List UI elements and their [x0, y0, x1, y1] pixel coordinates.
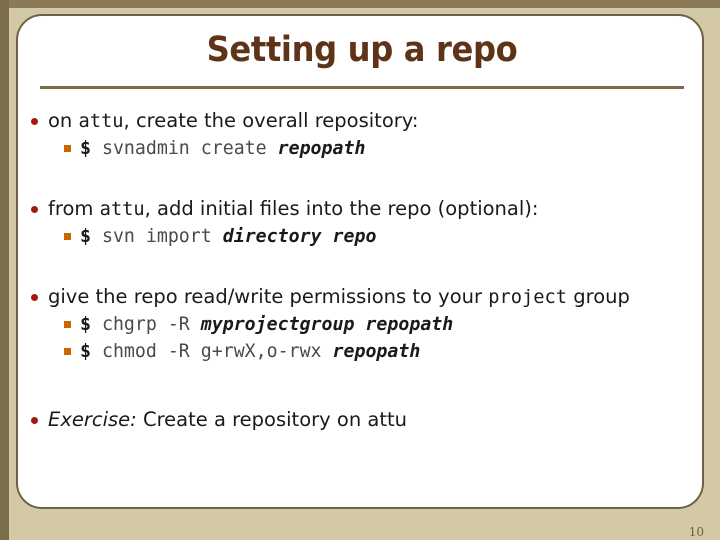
bullet-create-repo-text-run-2: , create the overall repository:	[123, 109, 419, 132]
title-divider-rule	[40, 86, 684, 89]
bullet-disc-icon	[31, 294, 38, 301]
bullet-import-files-text-run-1: attu	[99, 199, 145, 220]
bullet-import-files: from attu, add initial files into the re…	[18, 196, 702, 223]
sub-bullet-permissions-1: $ chmod -R g+rwX,o-rwx repopath	[18, 338, 702, 365]
bullet-exercise-text-run-0: Exercise:	[48, 408, 137, 431]
bullet-permissions-text-run-2: group	[567, 285, 630, 308]
bullet-exercise-text-run-1: Create a repository on attu	[136, 408, 407, 431]
sub-bullet-permissions-1-text-run-1: chmod -R g+rwX,o-rwx	[90, 341, 333, 362]
bullet-square-icon	[64, 321, 71, 328]
bullet-group-create-repo: on attu, create the overall repository:$…	[18, 108, 702, 162]
sub-bullet-permissions-0: $ chgrp -R myprojectgroup repopath	[18, 311, 702, 338]
sub-bullet-permissions-0-text-run-2: myprojectgroup repopath	[200, 314, 454, 335]
bullet-group-import-files: from attu, add initial files into the re…	[18, 196, 702, 250]
sub-bullet-import-files-0-text-run-2: directory repo	[222, 226, 377, 247]
bullet-exercise: Exercise: Create a repository on attu	[18, 407, 702, 433]
bullet-square-icon	[64, 348, 71, 355]
bullet-permissions-text-run-0: give the repo read/write permissions to …	[48, 285, 489, 308]
sub-bullet-create-repo-0: $ svnadmin create repopath	[18, 135, 702, 162]
bullet-disc-icon	[31, 118, 38, 125]
bullet-disc-icon	[31, 206, 38, 213]
sub-bullet-create-repo-0-text-run-0: $	[80, 138, 91, 159]
sub-bullet-import-files-0: $ svn import directory repo	[18, 223, 702, 250]
bullet-disc-icon	[31, 417, 38, 424]
bullet-create-repo: on attu, create the overall repository:	[18, 108, 702, 135]
slide-content-panel: Setting up a repo on attu, create the ov…	[16, 14, 704, 509]
bullet-import-files-text-run-0: from	[48, 197, 100, 220]
bullet-create-repo-text-run-0: on	[48, 109, 79, 132]
bullet-square-icon	[64, 145, 71, 152]
sub-bullet-import-files-0-text-run-1: svn import	[90, 226, 223, 247]
slide-title: Setting up a repo	[206, 30, 518, 70]
sub-bullet-permissions-0-text-run-0: $	[80, 314, 91, 335]
sub-bullet-import-files-0-text-run-0: $	[80, 226, 91, 247]
bullet-group-permissions: give the repo read/write permissions to …	[18, 284, 702, 365]
bullet-group-spacer	[18, 162, 702, 196]
bullet-import-files-text-run-2: , add initial files into the repo (optio…	[144, 197, 539, 220]
sub-bullet-create-repo-0-text-run-2: repopath	[277, 138, 366, 159]
slide-top-edge-decoration	[0, 0, 720, 8]
sub-bullet-permissions-1-text-run-0: $	[80, 341, 91, 362]
bullet-group-spacer	[18, 250, 702, 284]
bullet-create-repo-text-run-1: attu	[78, 111, 124, 132]
bullet-permissions: give the repo read/write permissions to …	[18, 284, 702, 311]
slide-left-edge-decoration	[0, 0, 9, 540]
bullet-permissions-text-run-1: project	[488, 287, 568, 308]
page-number: 10	[688, 525, 704, 539]
sub-bullet-create-repo-0-text-run-1: svnadmin create	[90, 138, 278, 159]
sub-bullet-permissions-0-text-run-1: chgrp -R	[90, 314, 201, 335]
bullet-group-exercise: Exercise: Create a repository on attu	[18, 407, 702, 433]
bullet-group-spacer	[18, 365, 702, 407]
bullet-square-icon	[64, 233, 71, 240]
sub-bullet-permissions-1-text-run-2: repopath	[332, 341, 421, 362]
slide-body-list: on attu, create the overall repository:$…	[18, 108, 702, 433]
